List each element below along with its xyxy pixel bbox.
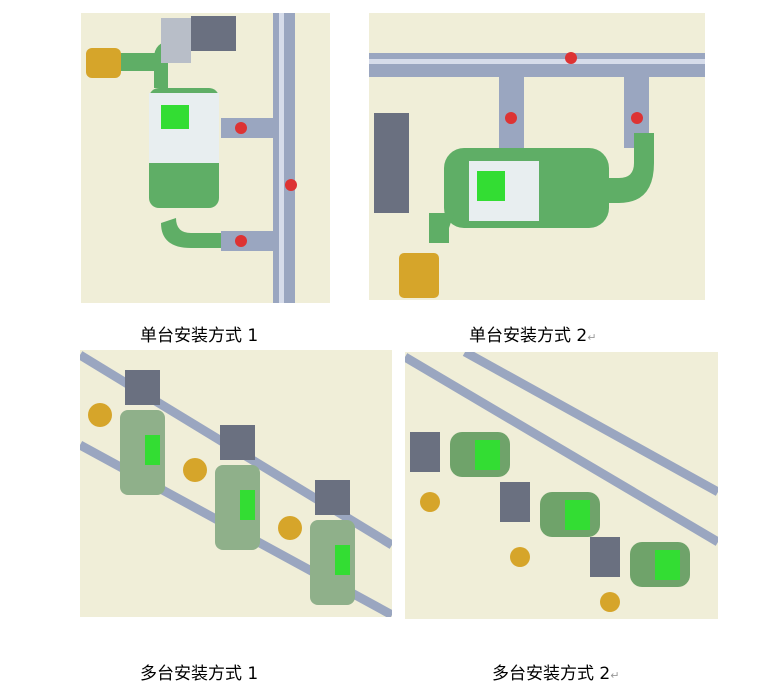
multi-install-2-illustration	[405, 352, 718, 612]
caption-text: 单台安装方式 2	[469, 326, 588, 346]
valve-icon	[399, 253, 439, 298]
filter-unit	[500, 482, 600, 567]
single-install-2-illustration	[369, 52, 705, 298]
caption-text: 多台安装方式 2	[492, 664, 611, 684]
filter-unit	[278, 480, 355, 605]
single-install-1-illustration	[86, 13, 297, 303]
caption-single-install-2: 单台安装方式 2↵	[469, 321, 596, 346]
display-screen	[161, 105, 189, 129]
caption-text: 单台安装方式 1	[140, 326, 259, 346]
display-screen	[477, 171, 505, 201]
filter-unit	[183, 425, 260, 550]
caption-single-install-1: 单台安装方式 1	[140, 321, 258, 346]
multi-install-1-illustration	[80, 351, 392, 617]
figure-multi-install-2	[405, 352, 718, 619]
filter-unit	[88, 370, 165, 495]
caption-multi-install-1: 多台安装方式 1	[140, 659, 258, 684]
horizontal-pipe	[369, 53, 705, 77]
filter-unit	[590, 537, 690, 612]
figure-single-install-1	[81, 13, 330, 303]
filter-unit	[410, 432, 510, 512]
figure-single-install-2	[369, 13, 705, 300]
figure-multi-install-1	[80, 350, 392, 617]
caption-text: 多台安装方式 1	[140, 664, 259, 684]
motor	[161, 18, 191, 63]
paragraph-mark: ↵	[587, 331, 597, 344]
caption-multi-install-2: 多台安装方式 2↵	[492, 659, 619, 684]
motor	[374, 113, 409, 213]
valve-icon	[86, 48, 121, 78]
paragraph-mark: ↵	[610, 669, 620, 682]
